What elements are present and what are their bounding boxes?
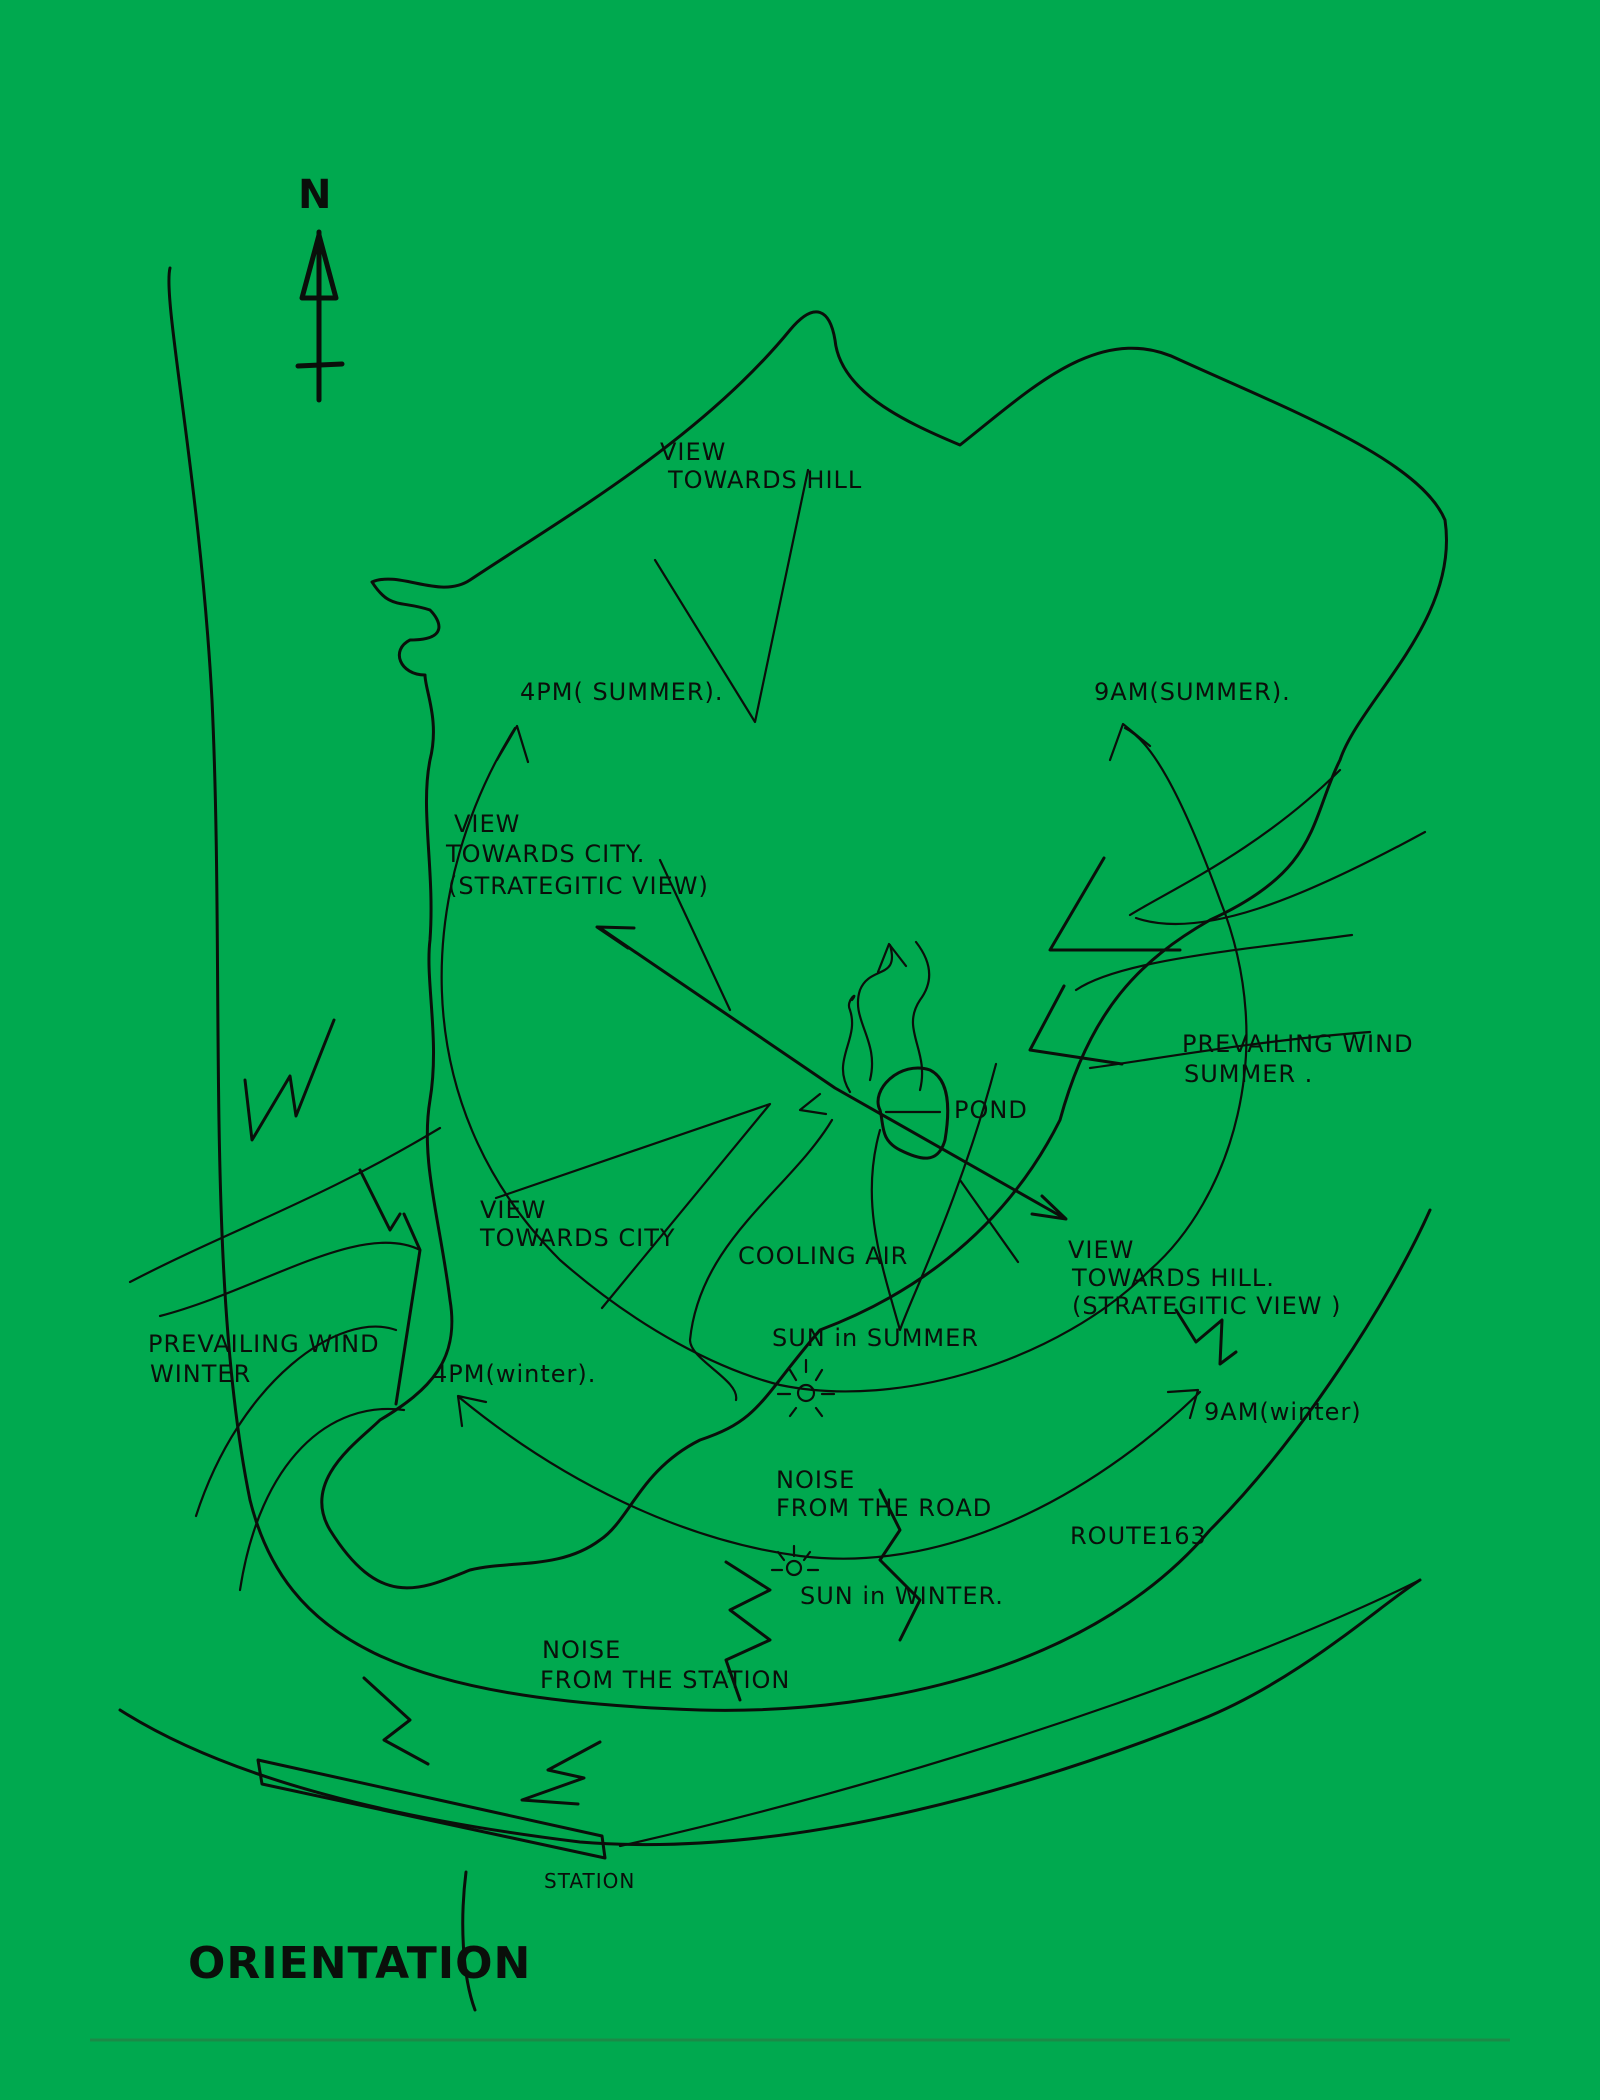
wind-summer-line-2 — [1134, 830, 1427, 926]
wind-winter-line-3 — [194, 1325, 398, 1518]
pond-outline — [876, 1066, 950, 1160]
north-arrow-crossbar — [295, 361, 345, 369]
north-arrow-head — [299, 232, 339, 301]
cooling-air-curve-5 — [841, 994, 856, 1094]
sun-in-summer-label: SUN in SUMMER — [772, 1324, 979, 1352]
strategic-view-city-leader — [658, 858, 732, 1012]
prevailing-wind-summer-label: PREVAILING WIND SUMMER . — [1182, 1030, 1422, 1088]
wind-winter-arrowhead-2 — [394, 1212, 422, 1406]
winter-sun-arrowhead-west — [456, 1394, 488, 1428]
cooling-air-curve-3 — [856, 943, 893, 1082]
wind-winter-line-1 — [128, 1126, 442, 1284]
cooling-air-curve-1 — [870, 1062, 998, 1332]
pond-label: POND — [954, 1096, 1028, 1124]
road-south-line — [618, 1578, 1422, 1848]
sun-in-winter-label: SUN in WINTER. — [800, 1582, 1004, 1610]
summer-sun-arrowhead-west — [495, 724, 530, 764]
station-outline — [256, 1758, 607, 1860]
wind-winter-line-2 — [158, 1241, 422, 1318]
9am-summer-label: 9AM(SUMMER). — [1094, 678, 1291, 706]
4pm-summer-label: 4PM( SUMMER). — [520, 678, 724, 706]
noise-from-the-road-label: NOISE FROM THE ROAD — [776, 1466, 992, 1522]
sun-summer-icon — [776, 1358, 836, 1418]
cooling-air-arrowhead-2 — [798, 1092, 828, 1116]
station-access-line — [461, 1870, 477, 2012]
wind-summer-arrowhead-1 — [1048, 856, 1182, 952]
cooling-air-curve-4 — [911, 940, 931, 1092]
strategic-view-axis — [598, 926, 1066, 1220]
wind-summer-line-3 — [1074, 933, 1354, 992]
road-route163 — [118, 1578, 1422, 1846]
cooling-air-label: COOLING AIR — [738, 1242, 908, 1270]
view-towards-city-west-cone — [494, 1102, 772, 1310]
north-label: N — [298, 172, 332, 218]
station-label: STATION — [544, 1869, 635, 1893]
strategic-view-arrowhead-nw — [595, 925, 636, 950]
prevailing-wind-winter-label: PREVAILING WIND WINTER — [148, 1330, 388, 1388]
north-arrow: N — [295, 172, 345, 403]
view-towards-city-label: VIEW TOWARDS CITY — [479, 1196, 676, 1252]
wind-winter-arrowhead-1 — [358, 1168, 402, 1232]
route163-label: ROUTE163 — [1070, 1522, 1207, 1550]
wind-summer-arrowhead-2 — [1028, 984, 1124, 1066]
noise-zigzag-station-2 — [520, 1740, 602, 1806]
noise-zigzag-road-1 — [724, 1560, 772, 1702]
view-towards-city-strategic-label: VIEW TOWARDS CITY. (STRATEGITIC VIEW) — [445, 810, 709, 900]
summer-sun-path — [440, 726, 1248, 1393]
noise-zigzag-north-west — [243, 1018, 336, 1142]
noise-zigzag-road-2 — [878, 1488, 922, 1642]
winter-sun-arrowhead-east — [1166, 1388, 1200, 1420]
wind-winter-line-4 — [238, 1407, 406, 1592]
view-towards-hill-strategic-label: VIEW TOWARDS HILL. (STRATEGITIC VIEW ) — [1068, 1236, 1342, 1320]
page-title: ORIENTATION — [188, 1938, 531, 1989]
strategic-view-hill-leader — [958, 1178, 1020, 1264]
winter-sun-path — [458, 1390, 1202, 1560]
view-towards-hill-label: VIEW TOWARDS HILL — [660, 438, 862, 494]
cooling-air-arrowhead-1 — [876, 942, 908, 974]
4pm-winter-label: 4PM(winter). — [432, 1360, 596, 1388]
noise-from-the-station-label: NOISE FROM THE STATION — [540, 1636, 790, 1694]
9am-winter-label: 9AM(winter) — [1204, 1398, 1362, 1426]
wind-summer-line-1 — [1128, 768, 1342, 917]
road-west-line — [167, 266, 1432, 1712]
view-towards-hill-north-cone — [653, 468, 810, 724]
strategic-view-arrowhead-se — [1030, 1194, 1068, 1221]
site-boundary — [320, 310, 1448, 1590]
noise-zigzag-station-1 — [362, 1676, 430, 1766]
noise-zigzag-hill — [1174, 1308, 1238, 1366]
summer-sun-arrowhead-east — [1108, 722, 1152, 762]
cooling-air-curve-2 — [688, 1118, 834, 1402]
station-building — [256, 1758, 607, 1860]
sun-winter-icon — [770, 1544, 820, 1577]
